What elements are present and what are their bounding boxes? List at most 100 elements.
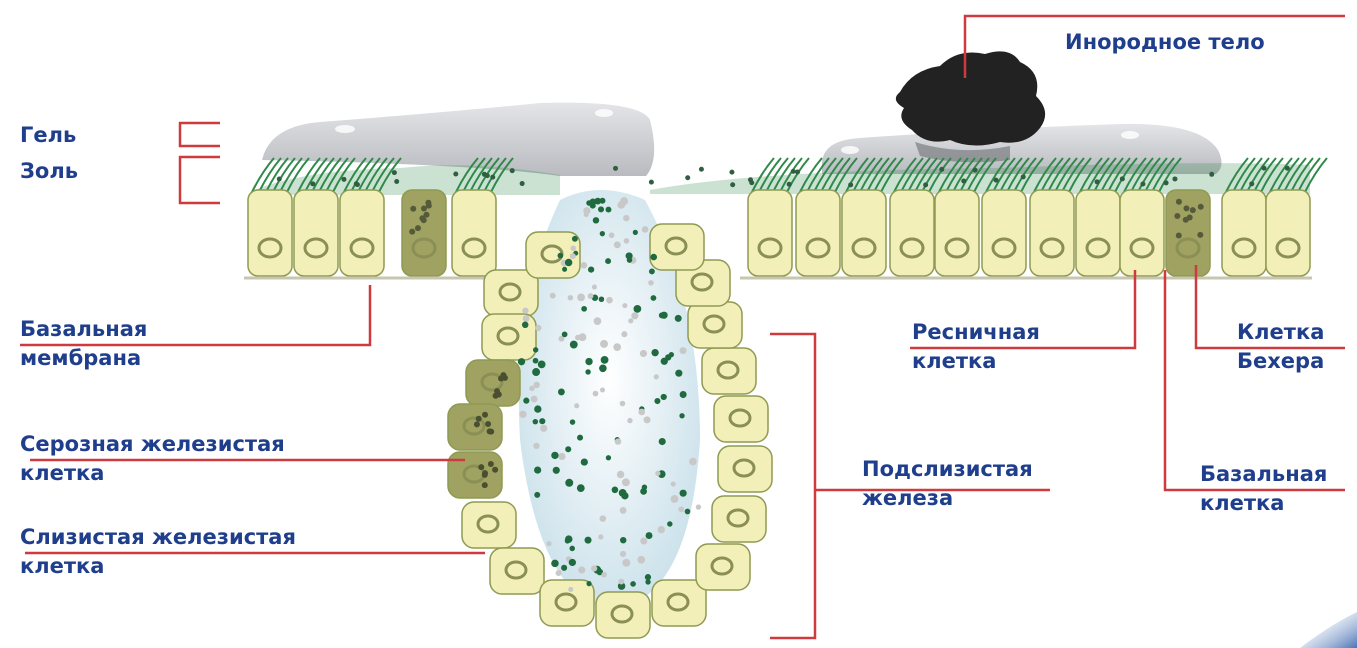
secretion-granule xyxy=(640,350,647,357)
serous-gland-cell xyxy=(466,360,520,406)
secretion-granule xyxy=(638,409,645,416)
secretion-granule xyxy=(665,354,671,360)
secretion-granule xyxy=(685,509,691,515)
mucous-gland-cell xyxy=(696,544,750,590)
secretion-granule xyxy=(561,565,567,571)
secretion-granule xyxy=(622,303,627,308)
surface-mucus-granule xyxy=(490,175,495,180)
secretion-granule xyxy=(601,356,609,364)
secretion-granule xyxy=(568,587,573,592)
serous-gland-cell xyxy=(448,404,502,450)
secretion-granule xyxy=(585,358,592,365)
mucous-gland-cell xyxy=(712,496,766,542)
secretion-granule xyxy=(645,579,650,584)
secretion-granule xyxy=(523,398,529,404)
secretion-granule xyxy=(532,368,540,376)
mucus-granule xyxy=(1183,205,1189,211)
secretion-granule xyxy=(654,374,659,379)
secretion-granule xyxy=(651,349,658,356)
label-sol: Золь xyxy=(20,157,78,186)
label-basal-cell: Базальная клетка xyxy=(1200,460,1327,518)
secretion-granule xyxy=(605,258,611,264)
label-ciliated-cell: Ресничная клетка xyxy=(912,318,1040,376)
secretion-granule xyxy=(533,347,538,352)
surface-mucus-granule xyxy=(848,182,853,187)
secretion-granule xyxy=(622,478,630,486)
gel-highlight xyxy=(656,155,680,165)
secretion-granule xyxy=(551,560,558,567)
secretion-granule xyxy=(522,308,528,314)
sol-bracket xyxy=(180,157,220,203)
surface-mucus-granule xyxy=(394,179,399,184)
surface-mucus-granule xyxy=(1172,176,1177,181)
secretion-granule xyxy=(689,458,697,466)
mucous-gland-cell xyxy=(714,396,768,442)
mucus-granule xyxy=(1183,217,1189,223)
mucus-granule xyxy=(1197,232,1203,238)
surface-mucus-granule xyxy=(685,175,690,180)
zymogen-granule xyxy=(485,421,491,427)
secretion-granule xyxy=(614,241,621,248)
goblet-cell xyxy=(402,190,446,276)
secretion-granule xyxy=(533,358,539,364)
label-submucosal-gland: Подслизистая железа xyxy=(862,455,1033,513)
secretion-granule xyxy=(675,315,682,322)
secretion-granule xyxy=(534,405,541,412)
secretion-granule xyxy=(628,318,633,323)
mucus-granule xyxy=(410,206,416,212)
surface-mucus-granule xyxy=(520,181,525,186)
secretion-granule xyxy=(640,537,647,544)
secretion-granule xyxy=(654,398,660,404)
secretion-granule xyxy=(620,507,627,514)
secretion-granule xyxy=(533,443,539,449)
surface-mucus-granule xyxy=(961,179,966,184)
secretion-granule xyxy=(585,537,592,544)
secretion-granule xyxy=(577,435,583,441)
mucous-gland-cell xyxy=(596,592,650,638)
secretion-granule xyxy=(600,515,607,522)
secretion-granule xyxy=(680,490,687,497)
secretion-granule xyxy=(565,538,570,543)
ciliated-cell xyxy=(748,190,792,276)
mucous-gland-cell xyxy=(484,270,538,316)
secretion-granule xyxy=(558,253,564,259)
mucus-granule xyxy=(1198,204,1204,210)
secretion-granule xyxy=(678,506,684,512)
secretion-granule xyxy=(618,579,624,585)
secretion-granule xyxy=(671,482,676,487)
label-serous-gland-cell: Серозная железистая клетка xyxy=(20,430,285,488)
zymogen-granule xyxy=(488,461,494,467)
mucous-gland-cell xyxy=(490,548,544,594)
secretion-granule xyxy=(633,230,638,235)
surface-mucus-granule xyxy=(1140,182,1145,187)
secretion-granule xyxy=(648,280,653,285)
secretion-granule xyxy=(630,581,636,587)
secretion-granule xyxy=(585,369,590,374)
secretion-granule xyxy=(570,245,576,251)
gel-highlight xyxy=(1121,131,1139,139)
secretion-granule xyxy=(594,317,602,325)
secretion-granule xyxy=(586,581,591,586)
ciliated-cell xyxy=(452,190,496,276)
secretion-granule xyxy=(581,306,587,312)
secretion-granule xyxy=(558,388,565,395)
surface-mucus-granule xyxy=(1120,176,1125,181)
secretion-granule xyxy=(565,479,573,487)
secretion-granule xyxy=(577,293,585,301)
surface-epithelium xyxy=(248,190,1310,276)
label-basal-membrane: Базальная мембрана xyxy=(20,315,147,373)
secretion-granule xyxy=(518,358,525,365)
secretion-granule xyxy=(533,419,538,424)
secretion-granule xyxy=(591,565,597,571)
secretion-granule xyxy=(599,364,607,372)
secretion-granule xyxy=(540,425,547,432)
secretion-granule xyxy=(598,534,603,539)
secretion-granule xyxy=(556,570,562,576)
mucous-gland-cell xyxy=(652,580,706,626)
surface-mucus-granule xyxy=(749,180,754,185)
surface-mucus-granule xyxy=(341,177,346,182)
surface-mucus-granule xyxy=(729,170,734,175)
zymogen-granule xyxy=(482,412,488,418)
secretion-granule xyxy=(661,394,667,400)
